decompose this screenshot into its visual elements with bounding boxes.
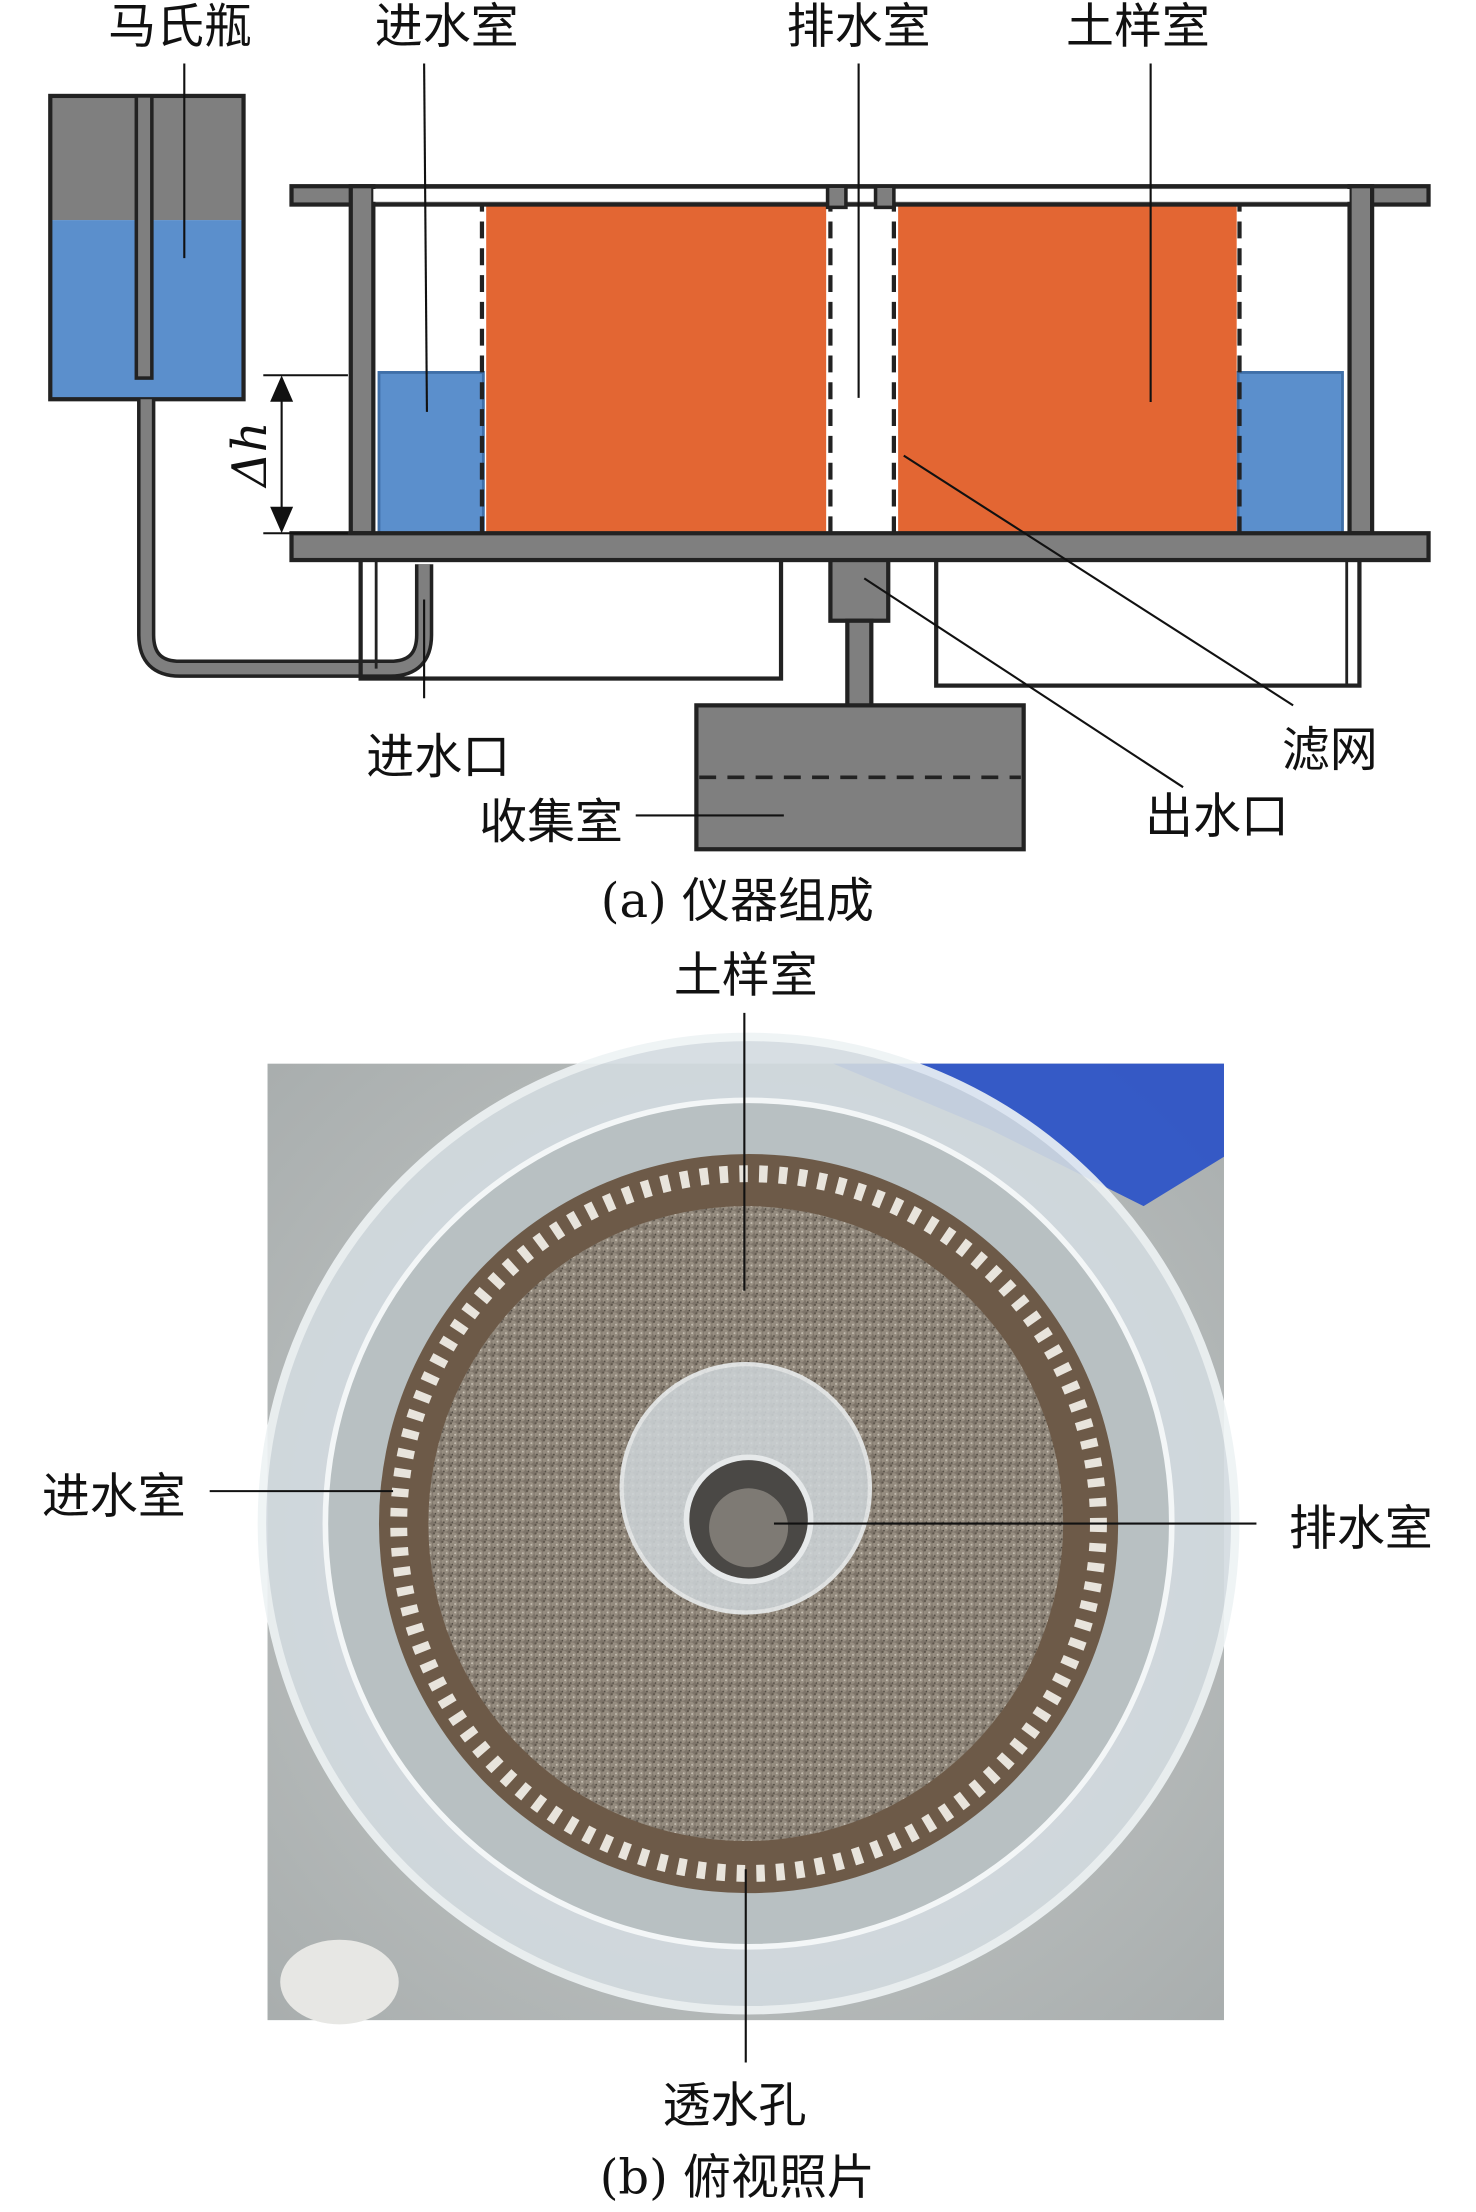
label-inlet: 进水口 [366, 729, 510, 785]
label-drain-chamber: 排水室 [787, 0, 931, 54]
soil-right [898, 190, 1237, 534]
photo-label-inlet-chamber: 进水室 [42, 1468, 186, 1524]
label-inlet-chamber: 进水室 [375, 0, 519, 54]
photo-label-drain-chamber: 排水室 [1289, 1501, 1433, 1557]
water-right [1236, 371, 1344, 535]
water-left [377, 371, 485, 535]
outlet-block [828, 556, 891, 623]
base-plate [289, 531, 1431, 563]
photo-label-permeable-holes: 透水孔 [663, 2078, 807, 2134]
caption-a: (a) 仪器组成 [601, 873, 874, 929]
mariotte-bottle [48, 93, 246, 402]
apparatus-diagram: Δh 马氏瓶 进水室 排水室 土样室 进水口 收集室 滤网 出水口 (a) 仪器… [48, 0, 1431, 929]
filter-screens [479, 194, 1242, 534]
collection-chamber [694, 703, 1026, 852]
label-mariotte-bottle: 马氏瓶 [108, 0, 252, 54]
photo-label-soil-chamber: 土样室 [674, 948, 818, 1004]
label-soil-chamber: 土样室 [1066, 0, 1210, 54]
label-outlet: 出水口 [1145, 788, 1289, 844]
soil-left [486, 190, 827, 534]
leader-lines [183, 63, 1294, 817]
top-view-photo [257, 1032, 1240, 2025]
label-filter-screen: 滤网 [1282, 722, 1378, 778]
delta-h-label: Δh [222, 421, 278, 489]
delta-h-marker [263, 374, 348, 535]
label-collection-chamber: 收集室 [479, 794, 623, 850]
photo-leader-lines [209, 1012, 1257, 2063]
caption-b: (b) 俯视照片 [600, 2150, 875, 2206]
